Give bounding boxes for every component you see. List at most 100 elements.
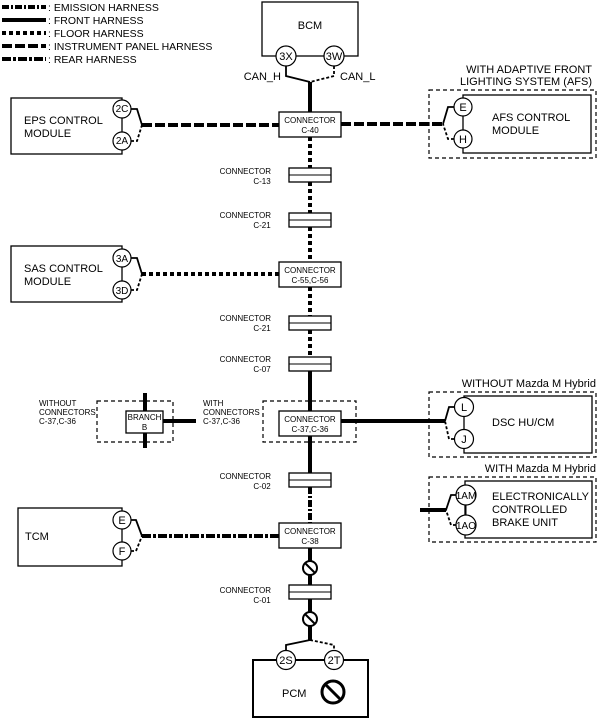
tcm-wire-f: [131, 535, 143, 552]
c07-id: C-07: [253, 365, 271, 374]
ecbu-box: [464, 480, 593, 539]
tcm-wire-e: [131, 519, 143, 537]
c13-title: CONNECTOR: [220, 167, 272, 176]
branch-b-variant[interactable]: WITHOUT CONNECTORS C-37,C-36 BRANCH B WI…: [39, 393, 260, 448]
branch-optional-box: [96, 400, 174, 443]
afs-label-line1: AFS CONTROL: [492, 112, 570, 124]
connector-c13[interactable]: CONNECTOR C-13: [220, 167, 332, 186]
afs-wire-e: [442, 106, 454, 125]
sas-box: [10, 245, 123, 303]
sas-wire-3d: [131, 273, 143, 291]
legend-label-floor: : FLOOR HARNESS: [48, 28, 144, 40]
c5556-box: [278, 261, 342, 288]
connector-c38[interactable]: CONNECTOR C-38: [278, 522, 342, 549]
connector-c21-lower[interactable]: CONNECTOR C-21: [220, 314, 332, 333]
dsc-hu-cm-module[interactable]: WITHOUT Mazda M Hybrid WITH Mazda M Hybr…: [428, 378, 597, 475]
eps-pin-2c-label: 2C: [116, 104, 129, 115]
dsc-optional-box: [428, 391, 597, 458]
connector-c55-c56[interactable]: CONNECTOR C-55,C-56: [278, 261, 342, 288]
afs-label-line2: MODULE: [492, 125, 539, 137]
pcm-wire-2s: [285, 639, 311, 651]
c21b-id: C-21: [253, 324, 271, 333]
bcm-label: BCM: [298, 20, 322, 32]
legend-label-emission: : EMISSION HARNESS: [48, 2, 159, 14]
c21b-title: CONNECTOR: [220, 314, 272, 323]
c38-box: [278, 522, 342, 549]
prohibited-icon-slash: [304, 613, 316, 625]
tcm-pin-e-label: E: [118, 515, 125, 527]
dsc-wire-j: [444, 420, 454, 440]
afs-pin-e-label: E: [459, 102, 466, 114]
pcm-prohibited-icon: [320, 679, 346, 705]
ecbu-label-line1: ELECTRONICALLY: [492, 491, 590, 503]
connector-c40[interactable]: CONNECTOR C-40: [278, 111, 342, 138]
afs-condition-line2: LIGHTING SYSTEM (AFS): [460, 76, 592, 88]
connector-c37-c36[interactable]: CONNECTOR C-37,C-36: [262, 400, 445, 443]
c01-title: CONNECTOR: [220, 586, 272, 595]
bcm-module[interactable]: BCM 3X 3W CAN_H CAN_L: [244, 1, 376, 83]
branch-with-line1: WITH: [203, 399, 224, 408]
eps-label-line1: EPS CONTROL: [24, 115, 103, 127]
electronically-controlled-brake-unit[interactable]: ELECTRONICALLY CONTROLLED BRAKE UNIT 1AM…: [420, 476, 597, 543]
bcm-wire-can-h: [285, 66, 311, 83]
branch-without-line3: C-37,C-36: [39, 417, 76, 426]
ecbu-label-line3: BRAKE UNIT: [492, 517, 558, 529]
ecbu-pin-1am-label: 1AM: [456, 491, 477, 502]
c38-id: C-38: [301, 537, 319, 546]
eps-wire-2a: [131, 124, 143, 142]
tcm-label: TCM: [25, 531, 49, 543]
afs-condition-line1: WITH ADAPTIVE FRONT: [466, 64, 592, 76]
c02-title: CONNECTOR: [220, 472, 272, 481]
connector-c02[interactable]: CONNECTOR C-02: [220, 472, 332, 491]
sas-wire-3a: [131, 257, 143, 275]
legend-label-instrument-panel: : INSTRUMENT PANEL HARNESS: [48, 41, 212, 53]
dsc-wire-l: [444, 406, 454, 422]
sas-pin-3d-label: 3D: [116, 286, 129, 297]
dsc-box: [463, 395, 593, 454]
sas-pin-3a-label: 3A: [116, 254, 129, 265]
dsc-pin-j: [453, 428, 475, 450]
dsc-condition: WITHOUT Mazda M Hybrid: [462, 378, 596, 390]
sas-label-line1: SAS CONTROL: [24, 263, 103, 275]
eps-box: [10, 97, 123, 155]
pcm-box: [252, 659, 369, 718]
prohibited-icon-ring: [320, 679, 346, 705]
can-l-label: CAN_L: [340, 71, 375, 83]
dsc-pin-j-label: J: [461, 434, 467, 446]
bcm-pin-3x-label: 3X: [279, 51, 293, 63]
tcm-module[interactable]: TCM E F: [17, 507, 279, 567]
prohibited-marker-lower: [302, 611, 318, 627]
branch-id: B: [142, 423, 147, 432]
c40-id: C-40: [301, 126, 319, 135]
branch-without-line2: CONNECTORS: [39, 408, 96, 417]
afs-wire-h: [442, 123, 454, 140]
c40-title: CONNECTOR: [284, 116, 336, 125]
pcm-pin-2t: [323, 649, 345, 671]
pcm-pin-2s-label: 2S: [279, 655, 292, 667]
c40-box: [278, 111, 342, 138]
dsc-label: DSC HU/CM: [492, 417, 554, 429]
pcm-module[interactable]: 2S 2T PCM: [252, 639, 369, 718]
c13-id: C-13: [253, 177, 271, 186]
tcm-pin-f-label: F: [119, 546, 126, 558]
afs-control-module[interactable]: WITH ADAPTIVE FRONT LIGHTING SYSTEM (AFS…: [341, 64, 597, 159]
c3736-title: CONNECTOR: [284, 415, 336, 424]
pcm-pin-2t-label: 2T: [328, 655, 341, 667]
legend-label-rear: : REAR HARNESS: [48, 54, 137, 66]
prohibited-icon-slash: [304, 562, 316, 574]
connector-c07[interactable]: CONNECTOR C-07: [220, 355, 332, 374]
c5556-title: CONNECTOR: [284, 266, 336, 275]
connector-c01[interactable]: CONNECTOR C-01: [220, 584, 332, 605]
prohibited-icon-slash: [323, 682, 343, 702]
branch-box: [125, 410, 164, 434]
connector-c21-upper[interactable]: CONNECTOR C-21: [220, 211, 332, 230]
sas-control-module[interactable]: SAS CONTROL MODULE 3A 3D: [10, 245, 279, 303]
eps-control-module[interactable]: EPS CONTROL MODULE 2C 2A: [10, 97, 279, 155]
ecbu-label-line2: CONTROLLED: [492, 504, 567, 516]
ecbu-wire-1am: [445, 494, 456, 511]
tcm-box: [17, 507, 123, 567]
ecbu-optional-box: [428, 476, 597, 543]
c38-title: CONNECTOR: [284, 527, 336, 536]
c21a-id: C-21: [253, 221, 271, 230]
